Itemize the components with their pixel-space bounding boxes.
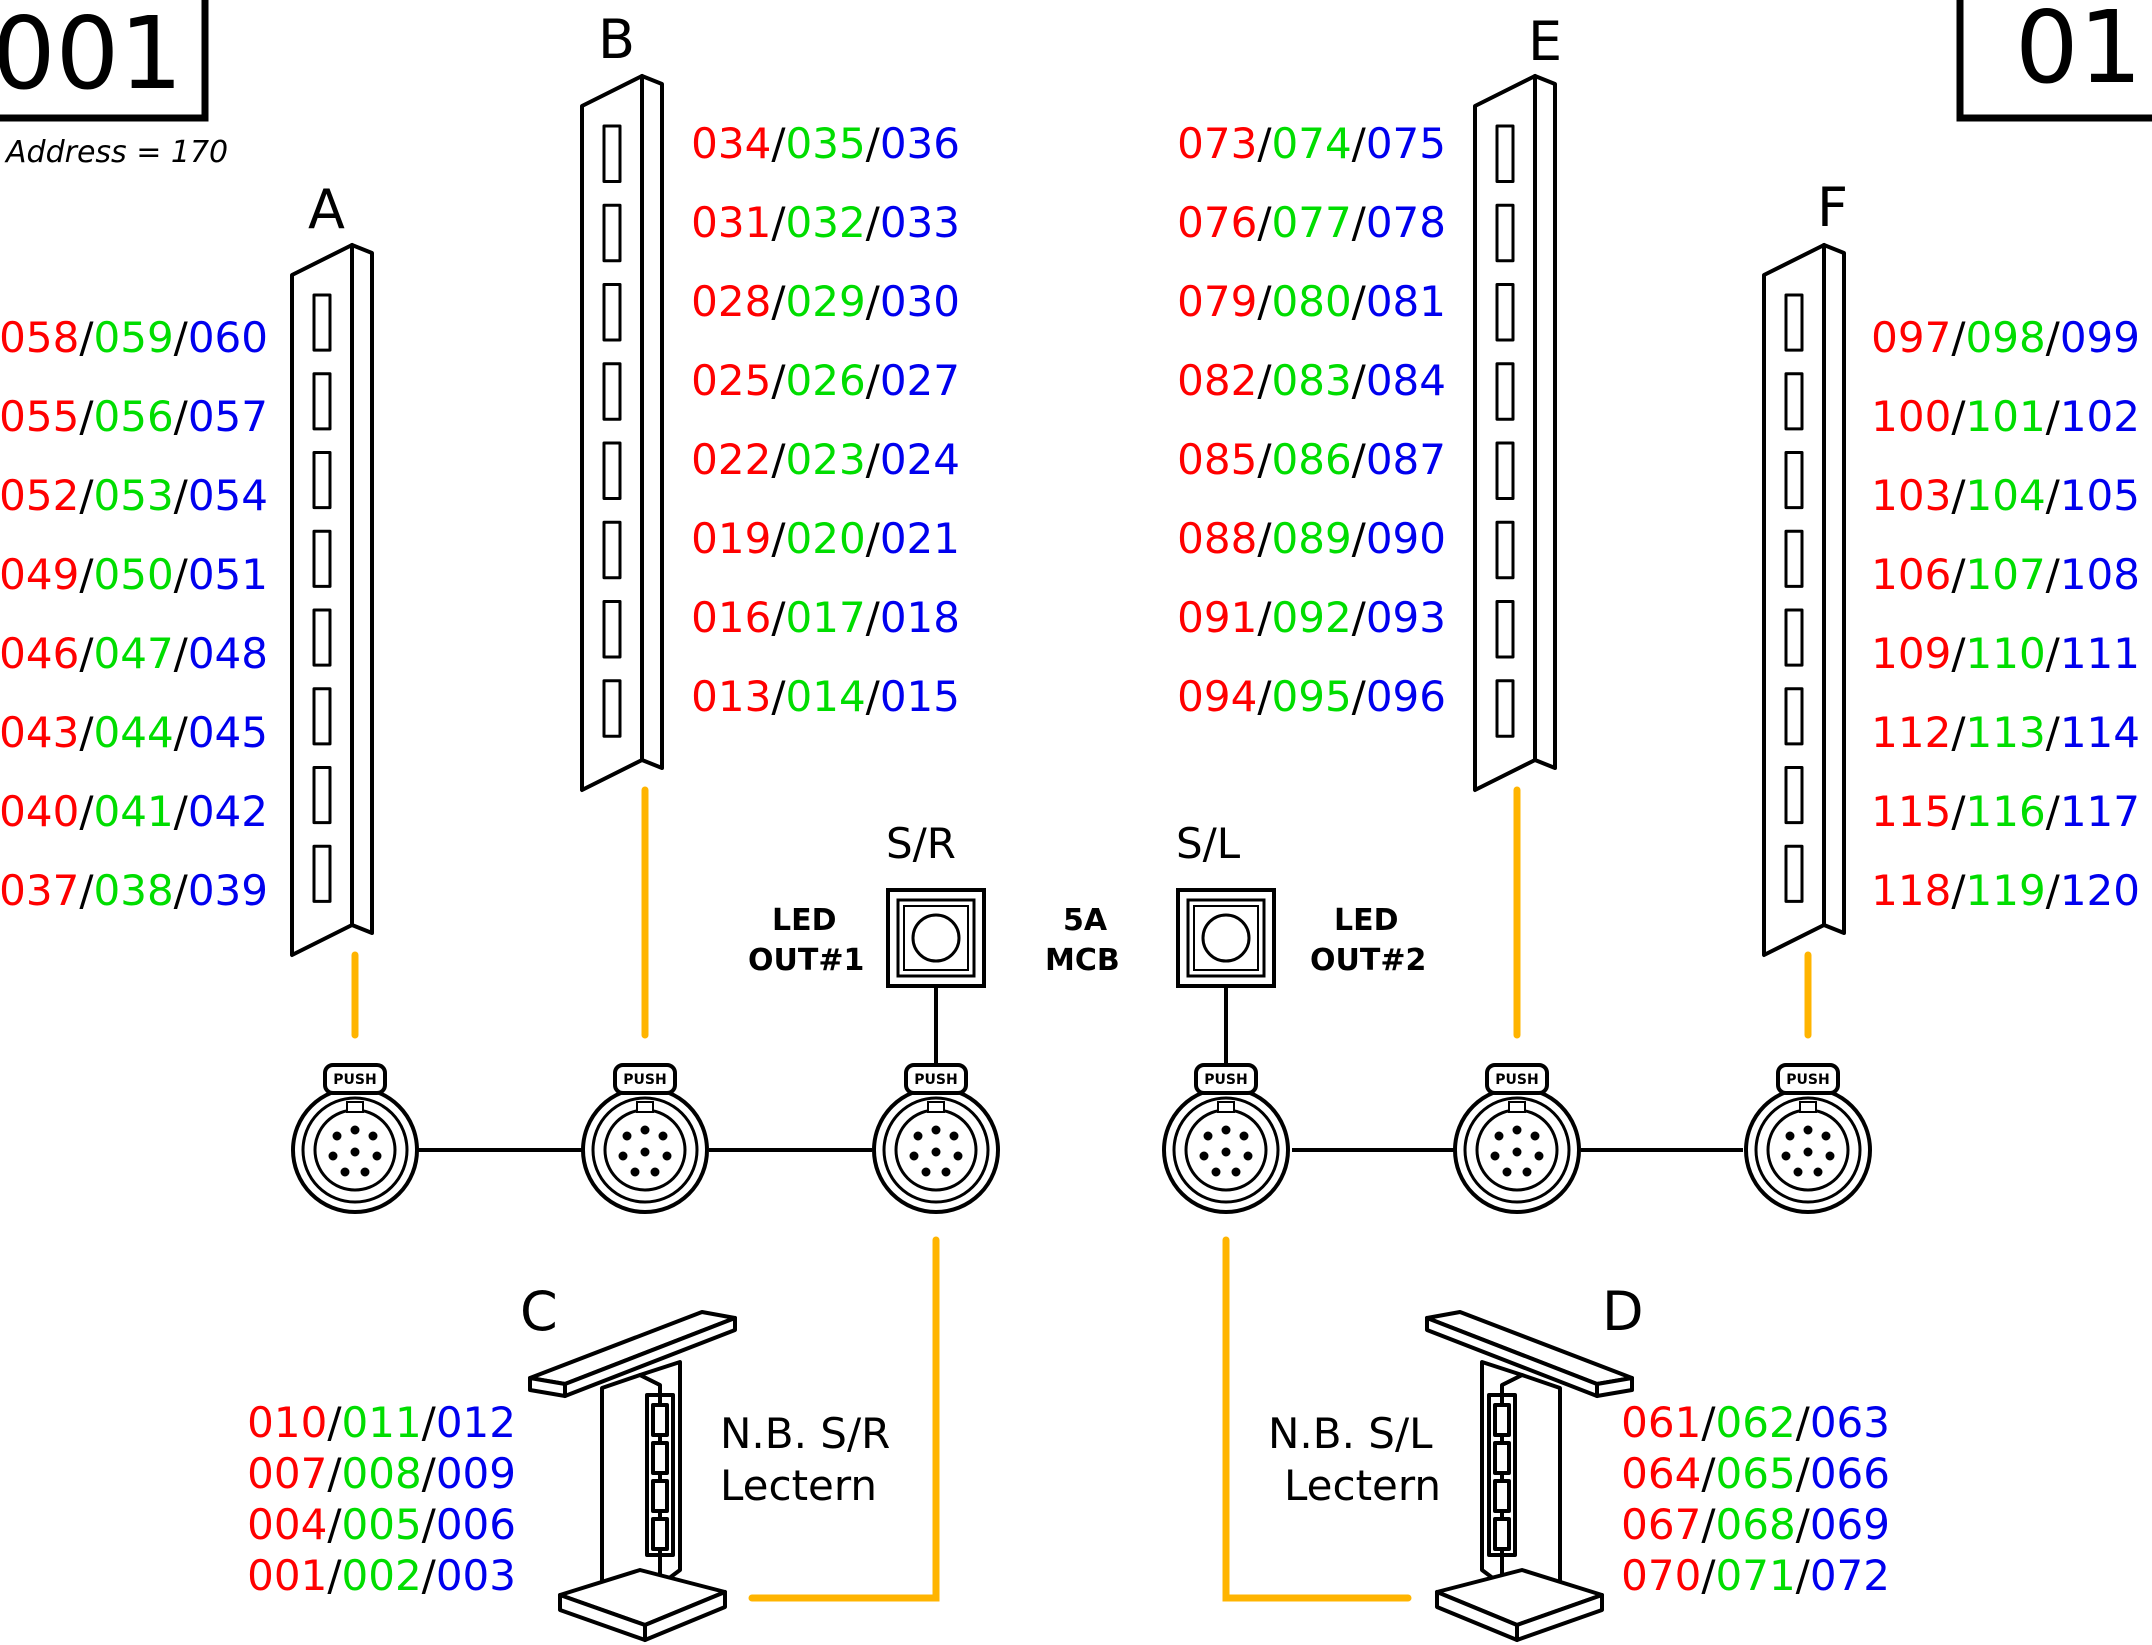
address-row: 025/026/027	[691, 356, 960, 405]
address-row: 007/008/009	[247, 1449, 516, 1498]
lectern-d	[1425, 1310, 1634, 1642]
lectern-note-right-line2: Lectern	[1284, 1461, 1441, 1510]
address-group-e: 073/074/075 076/077/078 079/080/081 082/083…	[1177, 119, 1446, 721]
xlr-connectors: PUSH PUSH PUSH PUSH PUSH PUSH	[291, 1063, 1872, 1214]
xlr-connector: PUSH	[581, 1063, 709, 1214]
address-group-c: 010/011/012007/008/009004/005/006001/002…	[247, 1398, 516, 1600]
address-row: 094/095/096	[1177, 672, 1446, 721]
batten-a	[290, 243, 374, 957]
mcb-line1: 5A	[1063, 903, 1108, 938]
address-row: 118/119/120	[1871, 866, 2140, 915]
address-row: 076/077/078	[1177, 198, 1446, 247]
address-label: Address = 170	[4, 135, 228, 170]
address-groups: 058/059/060 055/056/057 052/053/054 049/050…	[0, 119, 2140, 1600]
address-row: 022/023/024	[691, 435, 960, 484]
address-row: 040/041/042	[0, 787, 268, 836]
address-row: 004/005/006	[247, 1500, 516, 1549]
top-right-number-box: 01	[1956, 0, 2152, 122]
address-row: 049/050/051	[0, 550, 268, 599]
lectern-c	[528, 1310, 737, 1642]
push-label: PUSH	[1786, 1072, 1829, 1088]
address-row: 019/020/021	[691, 514, 960, 563]
batten-b	[580, 74, 664, 792]
address-row: 046/047/048	[0, 629, 268, 678]
cable-runs	[351, 786, 1812, 1602]
batten-f	[1762, 243, 1846, 957]
top-left-number-box: 001	[0, 0, 209, 122]
lectern-note-right-line1: N.B. S/L	[1268, 1409, 1433, 1458]
address-row: 073/074/075	[1177, 119, 1446, 168]
address-row: 106/107/108	[1871, 550, 2140, 599]
address-row: 070/071/072	[1621, 1551, 1890, 1600]
led-out-1-line2: OUT#1	[748, 943, 864, 978]
xlr-connector: PUSH	[291, 1063, 419, 1214]
address-row: 079/080/081	[1177, 277, 1446, 326]
address-row: 010/011/012	[247, 1398, 516, 1447]
xlr-connector: PUSH	[1162, 1063, 1290, 1214]
address-row: 088/089/090	[1177, 514, 1446, 563]
address-row: 109/110/111	[1871, 629, 2140, 678]
sr-label: S/R	[886, 819, 956, 868]
batten-fixtures	[290, 74, 1846, 957]
address-row: 112/113/114	[1871, 708, 2140, 757]
led-out-1-box	[886, 888, 986, 988]
address-row: 103/104/105	[1871, 471, 2140, 520]
push-label: PUSH	[623, 1072, 666, 1088]
address-row: 100/101/102	[1871, 392, 2140, 441]
lectern-note-left-line1: N.B. S/R	[720, 1409, 890, 1458]
address-row: 067/068/069	[1621, 1500, 1890, 1549]
address-row: 037/038/039	[0, 866, 268, 915]
push-label: PUSH	[333, 1072, 376, 1088]
fixture-label-c: C	[520, 1280, 558, 1343]
address-row: 028/029/030	[691, 277, 960, 326]
address-row: 058/059/060	[0, 313, 268, 362]
address-row: 055/056/057	[0, 392, 268, 441]
fixture-label-d: D	[1602, 1280, 1644, 1343]
sl-label: S/L	[1176, 819, 1241, 868]
address-row: 031/032/033	[691, 198, 960, 247]
fixture-label-b: B	[598, 8, 635, 71]
cable-c	[748, 1236, 940, 1602]
fixture-label-e: E	[1528, 10, 1562, 73]
address-row: 016/017/018	[691, 593, 960, 642]
xlr-connector: PUSH	[1453, 1063, 1581, 1214]
mcb-line2: MCB	[1045, 943, 1120, 978]
address-row: 052/053/054	[0, 471, 268, 520]
address-group-a: 058/059/060 055/056/057 052/053/054 049/050…	[0, 313, 268, 915]
address-group-d: 061/062/063064/065/066067/068/069070/071…	[1621, 1398, 1890, 1600]
data-chain-lines	[418, 985, 1743, 1152]
address-row: 043/044/045	[0, 708, 268, 757]
address-row: 034/035/036	[691, 119, 960, 168]
top-right-box-number: 01	[2015, 0, 2142, 106]
led-out-2-line2: OUT#2	[1310, 943, 1426, 978]
address-row: 097/098/099	[1871, 313, 2140, 362]
address-group-b: 034/035/036 031/032/033 028/029/030 025/026…	[691, 119, 960, 721]
address-row: 064/065/066	[1621, 1449, 1890, 1498]
xlr-connector: PUSH	[1744, 1063, 1872, 1214]
xlr-connector: PUSH	[872, 1063, 1000, 1214]
address-row: 085/086/087	[1177, 435, 1446, 484]
address-row: 115/116/117	[1871, 787, 2140, 836]
top-left-box-number: 001	[0, 0, 183, 112]
batten-e	[1473, 74, 1557, 792]
led-out-1-line1: LED	[772, 903, 837, 938]
lectern-note-left-line2: Lectern	[720, 1461, 877, 1510]
address-row: 013/014/015	[691, 672, 960, 721]
address-row: 061/062/063	[1621, 1398, 1890, 1447]
address-row: 082/083/084	[1177, 356, 1446, 405]
cable-d	[1222, 1236, 1412, 1602]
address-group-f: 097/098/099 100/101/102 103/104/105 106/107…	[1871, 313, 2140, 915]
address-row: 001/002/003	[247, 1551, 516, 1600]
push-label: PUSH	[914, 1072, 957, 1088]
fixture-label-f: F	[1817, 176, 1848, 239]
push-label: PUSH	[1495, 1072, 1538, 1088]
fixture-label-a: A	[308, 178, 345, 241]
address-row: 091/092/093	[1177, 593, 1446, 642]
led-out-2-line1: LED	[1334, 903, 1399, 938]
push-label: PUSH	[1204, 1072, 1247, 1088]
led-out-2-box	[1176, 888, 1276, 988]
